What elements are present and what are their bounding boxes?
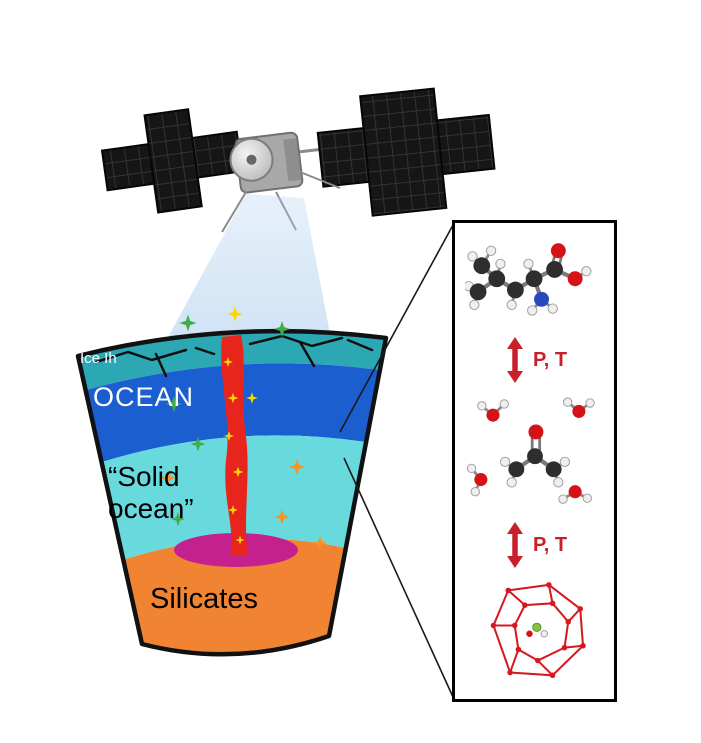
left-solar-array-icon (100, 108, 244, 214)
layer-silicates (123, 538, 346, 655)
clathrate-hydrate-cage (490, 582, 586, 679)
scan-beam (160, 194, 332, 352)
guest-molecule (525, 622, 548, 638)
zoom-connector-lines (339, 224, 454, 698)
molecule-panel: P, T (452, 220, 617, 702)
pt-transition-1: P, T (502, 336, 567, 384)
zoom-connector-line-top (339, 224, 454, 433)
pt-label-1: P, T (532, 348, 568, 371)
satellite-body (229, 131, 304, 194)
label-ocean: OCEAN (93, 382, 195, 412)
hydrothermal-plume (221, 335, 248, 556)
pt-transition-2: P, T (502, 521, 567, 569)
pt-label-2: P, T (532, 533, 568, 556)
satellite-icon (100, 87, 496, 233)
double-arrow-icon (506, 522, 523, 568)
zoom-connector-line-bottom (343, 457, 454, 698)
label-solid-ocean: “Solid ocean” (108, 461, 194, 525)
ice-cracks (94, 334, 374, 378)
label-silicates: Silicates (150, 583, 258, 615)
label-ice-ih: Ice Ih (80, 350, 117, 367)
water-and-ketone-molecules (466, 397, 595, 504)
amino-acid-molecule (464, 243, 591, 316)
right-solar-array-icon (316, 87, 496, 217)
wedge-outline (75, 328, 389, 657)
double-arrow-icon (506, 337, 523, 383)
